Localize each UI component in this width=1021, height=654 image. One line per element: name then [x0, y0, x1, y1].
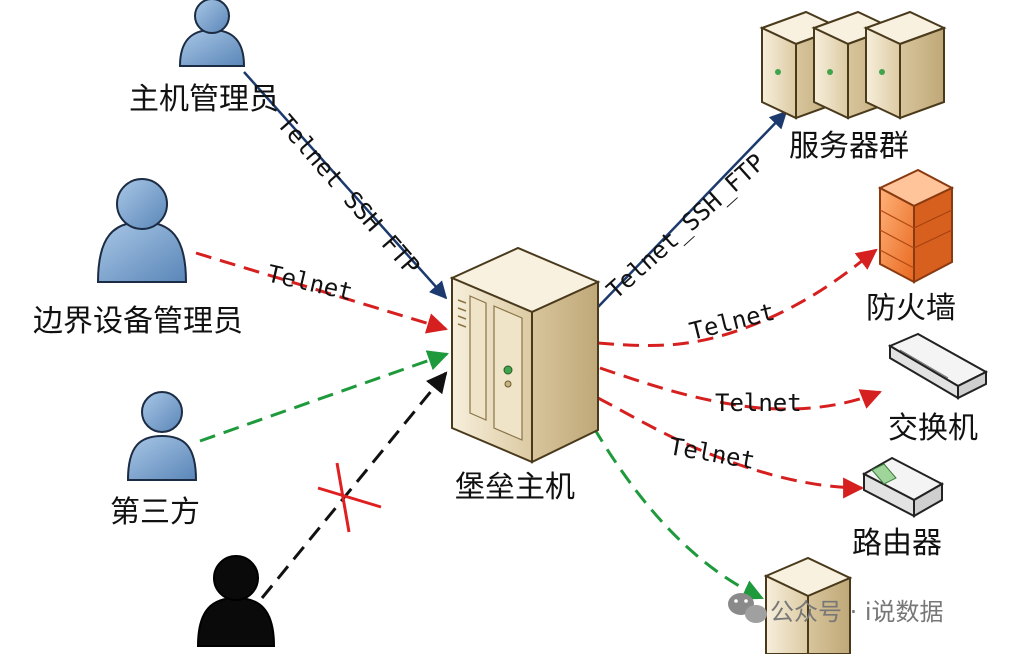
router-protocol-label: Telnet — [667, 432, 757, 475]
edge-admin-link — [195, 251, 449, 334]
third-party-link — [199, 350, 449, 443]
third-party-person-icon — [126, 391, 198, 481]
bastion-label: 堡垒主机 — [455, 470, 575, 505]
router-link — [597, 396, 865, 499]
bottom-server-link — [592, 427, 764, 600]
firewall-icon — [877, 168, 955, 284]
watermark: 公众号 · i说数据 — [728, 593, 944, 626]
attacker-person-icon — [196, 555, 276, 647]
bottom-server-icon — [763, 556, 853, 654]
host-admin-protocol-label: Telnet SSH FTP — [271, 110, 425, 281]
edge-admin-protocol-label: Telnet — [265, 260, 356, 307]
host-admin-label: 主机管理员 — [129, 82, 279, 117]
switch-label: 交换机 — [888, 411, 978, 446]
watermark-text: 公众号 · i说数据 — [770, 598, 944, 626]
blocked-cross-icon — [317, 462, 382, 533]
third-party-label: 第三方 — [110, 495, 200, 530]
attacker-link — [260, 371, 448, 599]
server-cluster-icon — [759, 10, 947, 120]
router-label: 路由器 — [852, 526, 942, 561]
firewall-label: 防火墙 — [866, 291, 956, 326]
firewall-protocol-label: Telnet — [687, 298, 778, 346]
edge-admin-person-icon — [96, 178, 188, 283]
switch-protocol-label: Telnet — [715, 389, 802, 417]
router-icon — [861, 456, 945, 518]
bastion-server-icon — [449, 246, 601, 464]
host-admin-person-icon — [178, 0, 246, 67]
server-cluster-label: 服务器群 — [789, 129, 909, 164]
server-cluster-link — [597, 110, 788, 308]
host-admin-link — [243, 71, 448, 300]
wechat-icon — [728, 593, 767, 623]
switch-icon — [887, 332, 989, 400]
server-protocol-label: Telnet_SSH_FTP — [601, 148, 770, 304]
edge-admin-label: 边界设备管理员 — [33, 304, 243, 339]
switch-link — [599, 366, 882, 411]
